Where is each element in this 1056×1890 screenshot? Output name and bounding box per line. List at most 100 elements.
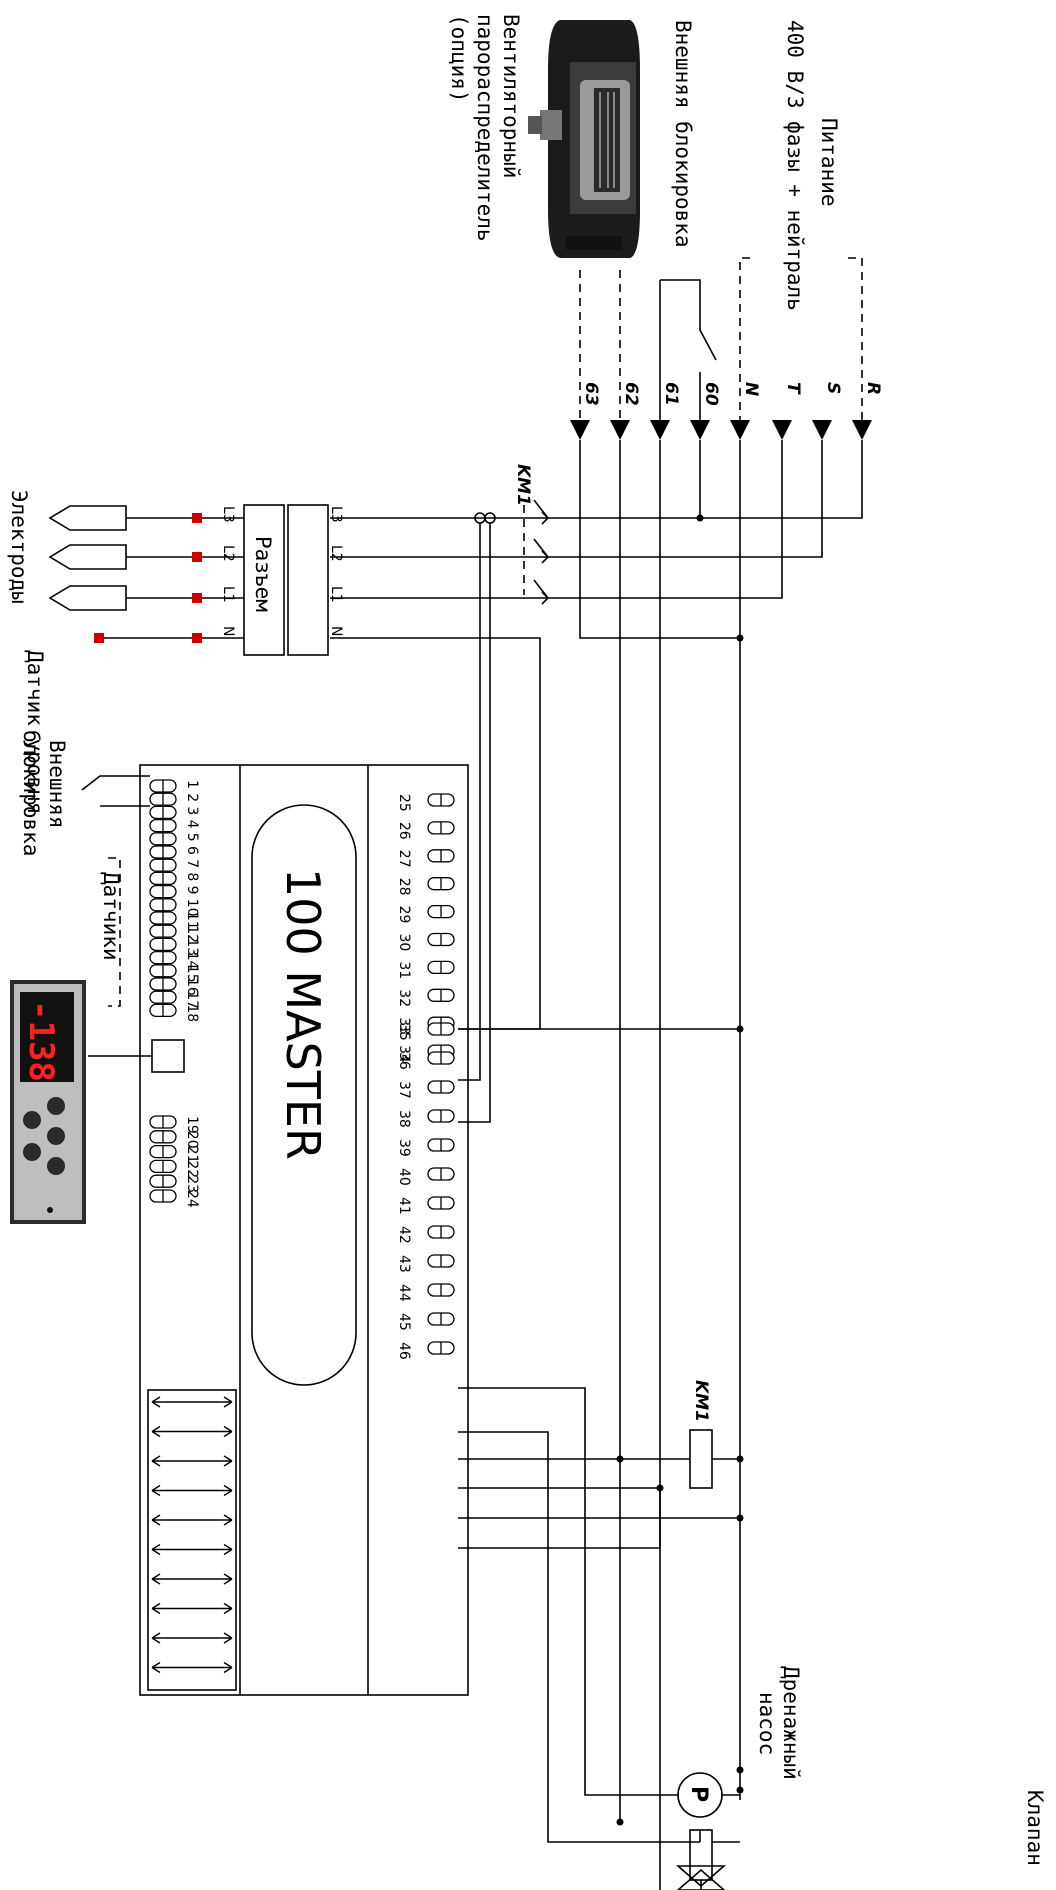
pin-n-left: N — [220, 626, 236, 636]
terminal-mid: 22 — [149, 1159, 200, 1178]
jumper-arrow — [151, 1661, 233, 1674]
terminal-number: 1 — [184, 780, 200, 789]
terminal-number: 18 — [184, 1004, 200, 1022]
terminal-number: 41 — [396, 1197, 412, 1215]
terminal-number: 7 — [184, 859, 200, 868]
pin-l2-right: L2 — [328, 545, 344, 562]
terminal-low: 8 — [149, 871, 200, 886]
jumper-arrow — [151, 1484, 233, 1497]
terminal-low: 1 — [149, 779, 200, 793]
terminal-low: 10 — [149, 898, 200, 917]
terminal-low: 14 — [149, 950, 200, 970]
jumper-arrow — [151, 1396, 233, 1408]
jumper-arrow — [151, 1425, 233, 1438]
terminal-low: 9 — [149, 884, 200, 899]
terminal-number: 9 — [184, 886, 200, 895]
terminal-low: 17 — [149, 990, 200, 1009]
terminal-b: 36 — [396, 1051, 455, 1070]
terminal-a: 32 — [396, 988, 455, 1007]
terminal-number: 39 — [396, 1139, 412, 1157]
terminal-number: 11 — [184, 912, 200, 930]
terminal-b: 35 — [396, 1022, 455, 1041]
fan-distributor-device — [528, 20, 640, 258]
terminal-number: 31 — [396, 961, 412, 979]
terminal-number: 43 — [396, 1255, 412, 1273]
sensors-label: Датчики — [99, 872, 123, 961]
supply-terminal-label: R — [863, 382, 883, 395]
connector-block: Разъем — [243, 504, 329, 656]
drain-pump-line1: Дренажный — [779, 1666, 803, 1780]
terminal-number: 38 — [396, 1110, 412, 1128]
interlock-side — [81, 775, 150, 807]
jumper-arrow — [151, 1602, 233, 1615]
interlock-side-line1: Внешняя — [45, 740, 69, 829]
drain-pump — [677, 1772, 740, 1818]
terminal-b: 43 — [396, 1254, 455, 1273]
terminal-low: 11 — [149, 911, 200, 930]
supply-terminal-label: 62 — [621, 382, 641, 406]
terminal-mid: 20 — [149, 1130, 200, 1149]
contactor-label: KM1 — [513, 464, 533, 506]
terminal-low: 16 — [149, 977, 200, 996]
terminal-low: 4 — [149, 818, 200, 833]
km1-coil — [620, 1429, 744, 1489]
terminal-number: 12 — [184, 925, 200, 943]
display-panel: -138 — [10, 980, 86, 1224]
jumper-arrow — [151, 1455, 233, 1467]
controller-title: 100 MASTER — [276, 868, 330, 1160]
jumper-arrows — [151, 1396, 233, 1674]
terminal-mid: 21 — [149, 1144, 200, 1163]
jumper-arrow — [151, 1632, 233, 1644]
supply-terminal-label: 63 — [581, 382, 601, 406]
terminal-number: 24 — [184, 1190, 200, 1208]
pin-l3-left: L3 — [220, 506, 236, 523]
terminal-a: 29 — [396, 904, 455, 923]
supply-terminal-label: 61 — [661, 382, 681, 406]
fan-unit-line3: (опция) — [447, 14, 471, 103]
terminal-number: 3 — [184, 806, 200, 815]
terminal-number: 37 — [396, 1081, 412, 1099]
fan-unit-line2: парораспределитель — [473, 14, 497, 242]
terminal-b: 46 — [396, 1341, 455, 1360]
level-sensor-label: Датчик уровня — [23, 650, 47, 814]
interlock-top-label: Внешняя блокировка — [671, 20, 695, 248]
terminal-b: 40 — [396, 1167, 455, 1186]
terminal-number: 28 — [396, 878, 412, 896]
terminal-number: 33 — [396, 1017, 412, 1035]
terminal-number: 16 — [184, 978, 200, 996]
electrodes-label: Электроды — [7, 490, 31, 604]
terminal-number: 42 — [396, 1226, 412, 1244]
terminal-mid: 23 — [149, 1174, 200, 1193]
terminal-a: 27 — [396, 849, 455, 868]
terminal-low: 2 — [149, 792, 200, 806]
terminal-number: 22 — [184, 1160, 200, 1178]
terminal-number: 17 — [184, 991, 200, 1009]
terminal-number: 20 — [184, 1131, 200, 1149]
terminal-number: 26 — [396, 822, 412, 840]
terminal-number: 46 — [396, 1342, 412, 1360]
pin-l1-right: L1 — [328, 586, 344, 603]
terminal-number: 36 — [396, 1052, 412, 1070]
terminal-low: 3 — [149, 805, 200, 820]
pin-l1-left: L1 — [220, 586, 236, 603]
terminal-mid: 24 — [149, 1189, 200, 1208]
terminal-number: 10 — [184, 899, 200, 917]
terminal-number: 6 — [184, 846, 200, 855]
terminal-a: 26 — [396, 821, 455, 840]
valve-label: Клапан — [1023, 1790, 1047, 1866]
terminal-strip-right: 2526272829303132333435363738394041424344… — [396, 793, 455, 1360]
terminal-low: 6 — [149, 845, 200, 859]
supply-terminal-label: N — [741, 382, 761, 396]
terminal-a: 28 — [396, 877, 455, 896]
fan-unit-line1: Вентиляторный — [499, 14, 523, 178]
solenoid-valve — [689, 1829, 740, 1890]
supply-terminal-label: T — [783, 382, 803, 395]
contactor-km1: KM1 — [513, 464, 550, 605]
pin-n-right: N — [328, 626, 344, 636]
terminal-number: 40 — [396, 1168, 412, 1186]
supply-terminals — [570, 420, 872, 440]
terminal-b: 38 — [396, 1109, 455, 1128]
terminal-number: 8 — [184, 872, 200, 881]
